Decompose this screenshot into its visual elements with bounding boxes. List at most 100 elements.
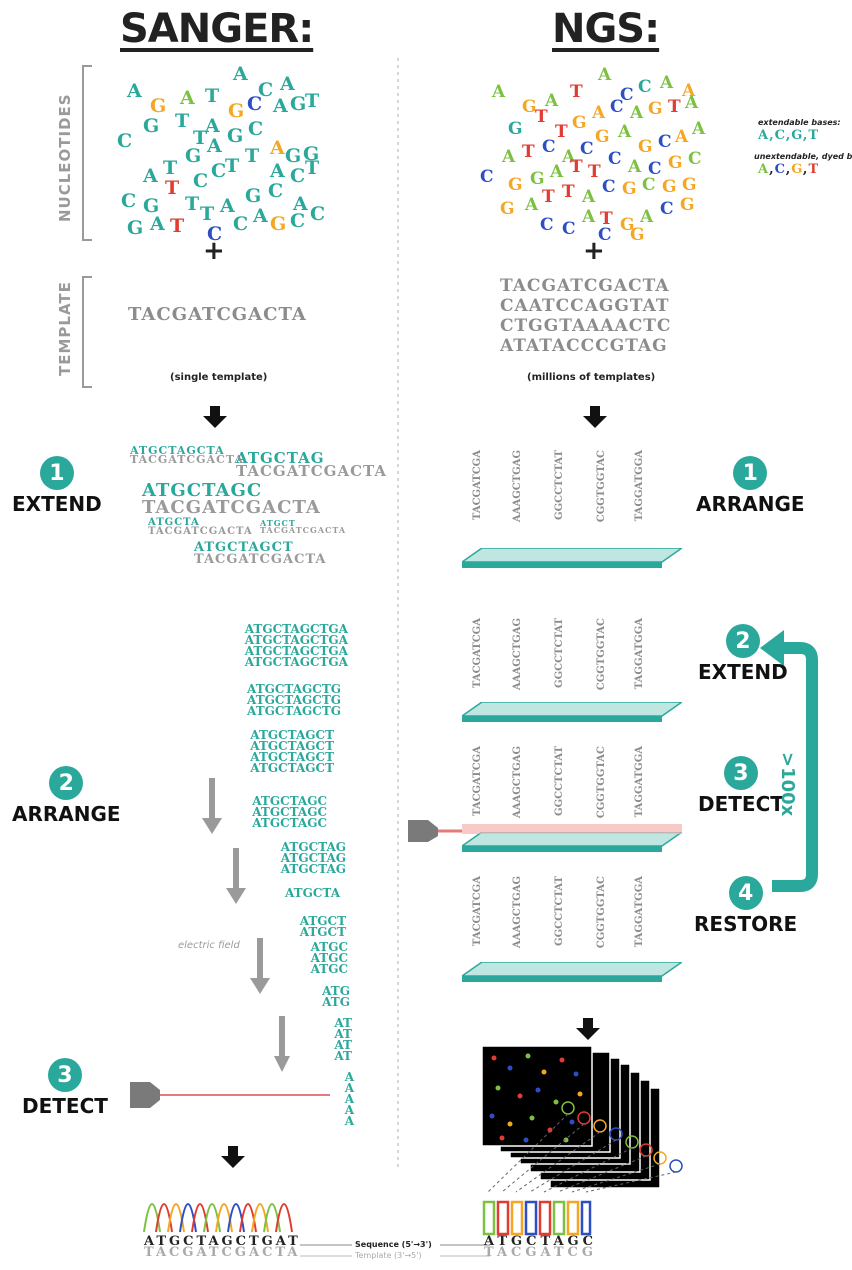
template-direction-label: Template (3'→5') <box>355 1251 422 1260</box>
strand: CGGTGGTAC <box>596 746 607 819</box>
sanger-plus: + <box>203 236 225 266</box>
sanger-step-extend: 1 EXTEND <box>12 456 102 516</box>
svg-text:A: A <box>491 82 506 102</box>
svg-text:G: G <box>303 143 319 165</box>
svg-text:G: G <box>227 125 243 147</box>
svg-text:G: G <box>127 217 143 239</box>
step-label: EXTEND <box>698 660 788 684</box>
svg-text:G: G <box>595 127 610 147</box>
svg-text:C: C <box>193 170 208 192</box>
nucleotides-bracket <box>82 65 92 241</box>
svg-text:A: A <box>179 87 195 109</box>
svg-text:C: C <box>602 177 616 197</box>
svg-text:G: G <box>620 215 635 235</box>
step-number: 2 <box>725 624 760 658</box>
legend-unextendable-bases: A,C,G,T <box>758 162 820 177</box>
nucleotides-label: NUCLEOTIDES <box>56 93 74 222</box>
step-label: EXTEND <box>12 492 102 516</box>
svg-text:T: T <box>245 145 259 167</box>
flowcell-restore: TACGATCGA AAAGCTGAG GGCCTCTAT CGGTGGTAC … <box>462 874 682 986</box>
strand: CGGTGGTAC <box>596 450 607 523</box>
svg-text:G: G <box>500 199 515 219</box>
step-number: 3 <box>723 756 758 790</box>
center-divider <box>397 58 399 1168</box>
svg-text:C: C <box>310 203 325 225</box>
svg-text:C: C <box>688 149 702 169</box>
ngs-detector <box>408 820 462 842</box>
svg-text:T: T <box>555 122 568 142</box>
svg-text:G: G <box>285 145 301 167</box>
svg-text:T: T <box>668 97 681 117</box>
svg-text:C: C <box>660 199 674 219</box>
legend-extendable-label: extendable bases: <box>758 118 841 127</box>
svg-text:G: G <box>682 175 697 195</box>
svg-text:C: C <box>117 130 132 152</box>
svg-text:C: C <box>248 118 263 140</box>
strand: TACGATCGA <box>472 746 483 817</box>
step-number: 3 <box>47 1058 82 1092</box>
ngs-signal-bars <box>482 1200 592 1236</box>
svg-text:C: C <box>642 175 656 195</box>
svg-text:C: C <box>598 225 612 242</box>
strand: TACGATCGA <box>472 450 483 521</box>
step-number: 1 <box>733 456 768 490</box>
svg-text:A: A <box>549 162 564 182</box>
svg-text:C: C <box>610 97 624 117</box>
sanger-read: ATGCTAGCTGAT TACGATCGACTA <box>144 1234 301 1260</box>
svg-text:C: C <box>247 93 262 115</box>
strand: TAGGATGGA <box>634 876 645 948</box>
svg-text:A: A <box>639 207 654 227</box>
arrow-down-icon <box>583 406 607 428</box>
sequence-legend-lines <box>300 1244 490 1257</box>
svg-text:T: T <box>170 215 184 237</box>
svg-text:A: A <box>204 115 220 137</box>
strand: TAGGATGGA <box>634 450 645 522</box>
step-label: DETECT <box>22 1094 108 1118</box>
ngs-step-extend: 2 EXTEND <box>698 624 788 684</box>
svg-text:A: A <box>232 63 248 85</box>
svg-text:C: C <box>290 210 305 232</box>
svg-text:T: T <box>305 90 319 112</box>
ngs-plus: + <box>583 236 605 266</box>
arrow-down-icon <box>221 1146 245 1168</box>
svg-text:T: T <box>305 157 319 179</box>
strand: AAAGCTGAG <box>512 876 523 949</box>
svg-text:T: T <box>165 177 179 199</box>
svg-text:T: T <box>600 209 613 229</box>
sanger-template-note: (single template) <box>170 372 268 383</box>
svg-text:A: A <box>674 127 689 147</box>
strand: AAAGCTGAG <box>512 746 523 819</box>
step-label: ARRANGE <box>12 802 121 826</box>
strand: GGCCTCTAT <box>554 618 565 688</box>
svg-text:A: A <box>269 160 285 182</box>
step-label: DETECT <box>698 792 784 816</box>
flowcell-detect: TACGATCGA AAAGCTGAG GGCCTCTAT CGGTGGTAC … <box>462 744 682 856</box>
svg-text:G: G <box>508 175 523 195</box>
svg-text:G: G <box>648 99 663 119</box>
svg-text:A: A <box>544 91 559 111</box>
strand: TAGGATGGA <box>634 618 645 690</box>
svg-text:A: A <box>581 187 596 207</box>
svg-text:C: C <box>207 223 222 242</box>
svg-text:A: A <box>269 137 285 159</box>
strand: CGGTGGTAC <box>596 618 607 691</box>
step-number: 4 <box>728 876 763 910</box>
svg-text:A: A <box>561 147 576 167</box>
sanger-heading: SANGER: <box>120 6 314 52</box>
svg-text:G: G <box>668 153 683 173</box>
svg-text:A: A <box>691 119 706 139</box>
svg-text:G: G <box>508 119 523 139</box>
